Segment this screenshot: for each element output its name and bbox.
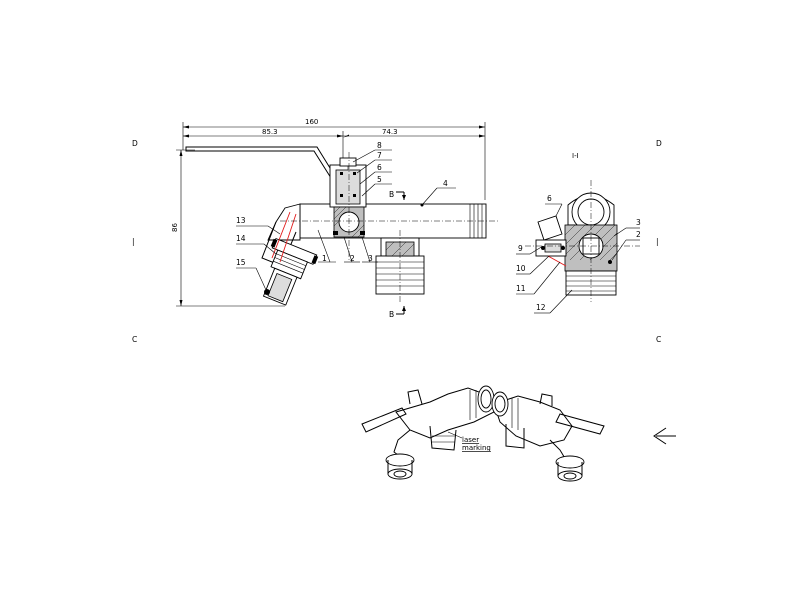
- zone-mark-mid-left: |: [132, 237, 135, 246]
- zone-letter-top-right: D: [656, 139, 662, 148]
- part-label-6: 6: [377, 163, 382, 172]
- side-view-valve: B B: [185, 146, 500, 319]
- section-part-label-12: 12: [536, 303, 546, 312]
- section-part-label-6: 6: [547, 194, 552, 203]
- dimension-right-label: 74.3: [382, 128, 398, 136]
- dimension-left: 85.3: [183, 128, 344, 165]
- part-label-4: 4: [443, 179, 448, 188]
- zone-letter-bottom-right: C: [656, 335, 661, 344]
- isometric-view-left: [361, 385, 495, 480]
- view-mark: I-I: [572, 152, 579, 160]
- part-label-15: 15: [236, 258, 246, 267]
- part-label-13: 13: [236, 216, 246, 225]
- section-label-top: B: [389, 190, 394, 199]
- section-part-label-2: 2: [636, 230, 641, 239]
- section-view-valve: I-I: [525, 152, 640, 302]
- part-label-5: 5: [377, 175, 382, 184]
- section-view-callouts: 6 3 2 9 10 11 12: [516, 194, 641, 314]
- isometric-view-right: [491, 391, 605, 482]
- dimension-right: 74.3: [343, 128, 485, 138]
- section-part-label-10: 10: [516, 264, 526, 273]
- zone-letter-top-left: D: [132, 139, 138, 148]
- dimension-height-label: 86: [171, 223, 179, 232]
- zone-letter-bottom-left: C: [132, 335, 137, 344]
- laser-marking-callout: laser marking: [447, 431, 491, 452]
- dimension-height: 86: [171, 149, 285, 307]
- part-label-8: 8: [377, 141, 382, 150]
- section-part-label-9: 9: [518, 244, 523, 253]
- dimension-left-label: 85.3: [262, 128, 278, 136]
- section-label-bottom: B: [389, 310, 394, 319]
- part-label-3: 3: [368, 254, 373, 263]
- part-label-14: 14: [236, 234, 246, 243]
- view-direction-arrow-icon: [653, 427, 676, 445]
- part-label-7: 7: [377, 151, 382, 160]
- section-part-label-11: 11: [516, 284, 526, 293]
- dimension-overall: 160: [182, 118, 486, 200]
- side-view-callouts: 8 7 6 5 4 13 14 15 1 2 3: [236, 141, 456, 291]
- section-part-label-3: 3: [636, 218, 641, 227]
- part-label-1: 1: [322, 254, 327, 263]
- dimension-overall-label: 160: [305, 118, 318, 126]
- laser-marking-label-line2: marking: [462, 444, 491, 452]
- zone-mark-mid-right: |: [656, 237, 659, 246]
- laser-marking-label-line1: laser: [462, 436, 479, 444]
- part-label-2: 2: [350, 254, 355, 263]
